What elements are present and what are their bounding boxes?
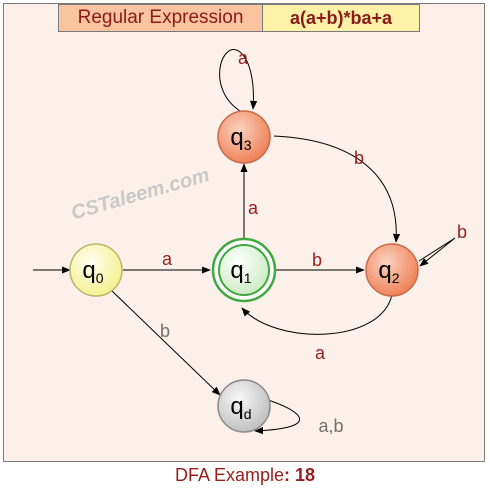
- diagram-caption: DFA Example: 18: [0, 465, 490, 486]
- edge-label-q2-q2: b: [457, 222, 467, 242]
- edge-qd-qd: [254, 398, 300, 435]
- state-qd-label: qd: [230, 393, 251, 422]
- state-q0-circle: [69, 243, 123, 297]
- edge-label-q2-q1: a: [315, 343, 326, 363]
- state-q3: q3: [217, 110, 271, 164]
- caption-number: 18: [295, 465, 316, 485]
- edge-label-q3-q2: b: [354, 148, 364, 168]
- state-qd: qd: [217, 379, 271, 433]
- state-q1: q1: [211, 237, 277, 303]
- state-qd-circle: [217, 379, 271, 433]
- state-q2-circle: [365, 243, 419, 297]
- state-q2: q2: [365, 243, 419, 297]
- edge-label-q1-q3: a: [248, 198, 259, 218]
- state-q2-label: q2: [378, 257, 399, 286]
- edge-label-q1-q2: b: [312, 250, 322, 270]
- edge-q3-q2: [273, 135, 401, 243]
- regex-header-label: Regular Expression: [59, 5, 263, 31]
- edge-label-q3-q3: a: [238, 48, 249, 68]
- state-q0: q0: [69, 243, 123, 297]
- regex-header: Regular Expression a(a+b)*ba+a: [58, 4, 420, 32]
- caption-prefix: DFA Example: [174, 465, 284, 485]
- edge-label-q0-qd: b: [160, 321, 170, 341]
- edge-q2-q2: [418, 237, 456, 267]
- state-q3-label: q3: [230, 124, 251, 153]
- edge-q0-qd: [110, 289, 221, 396]
- state-q1-circle: [218, 244, 270, 296]
- caption-colon: :: [284, 465, 290, 485]
- edge-q2-q1: [241, 294, 393, 335]
- state-q0-label: q0: [82, 257, 103, 286]
- edge-label-q0-q1: a: [162, 249, 173, 269]
- state-q1-label: q1: [230, 257, 251, 286]
- edge-q3-q3: [219, 49, 258, 112]
- watermark-text: CSTaleem.com: [69, 164, 212, 224]
- edge-label-qd-qd: a,b: [318, 416, 343, 436]
- state-q3-circle: [217, 110, 271, 164]
- regex-header-value: a(a+b)*ba+a: [263, 5, 419, 31]
